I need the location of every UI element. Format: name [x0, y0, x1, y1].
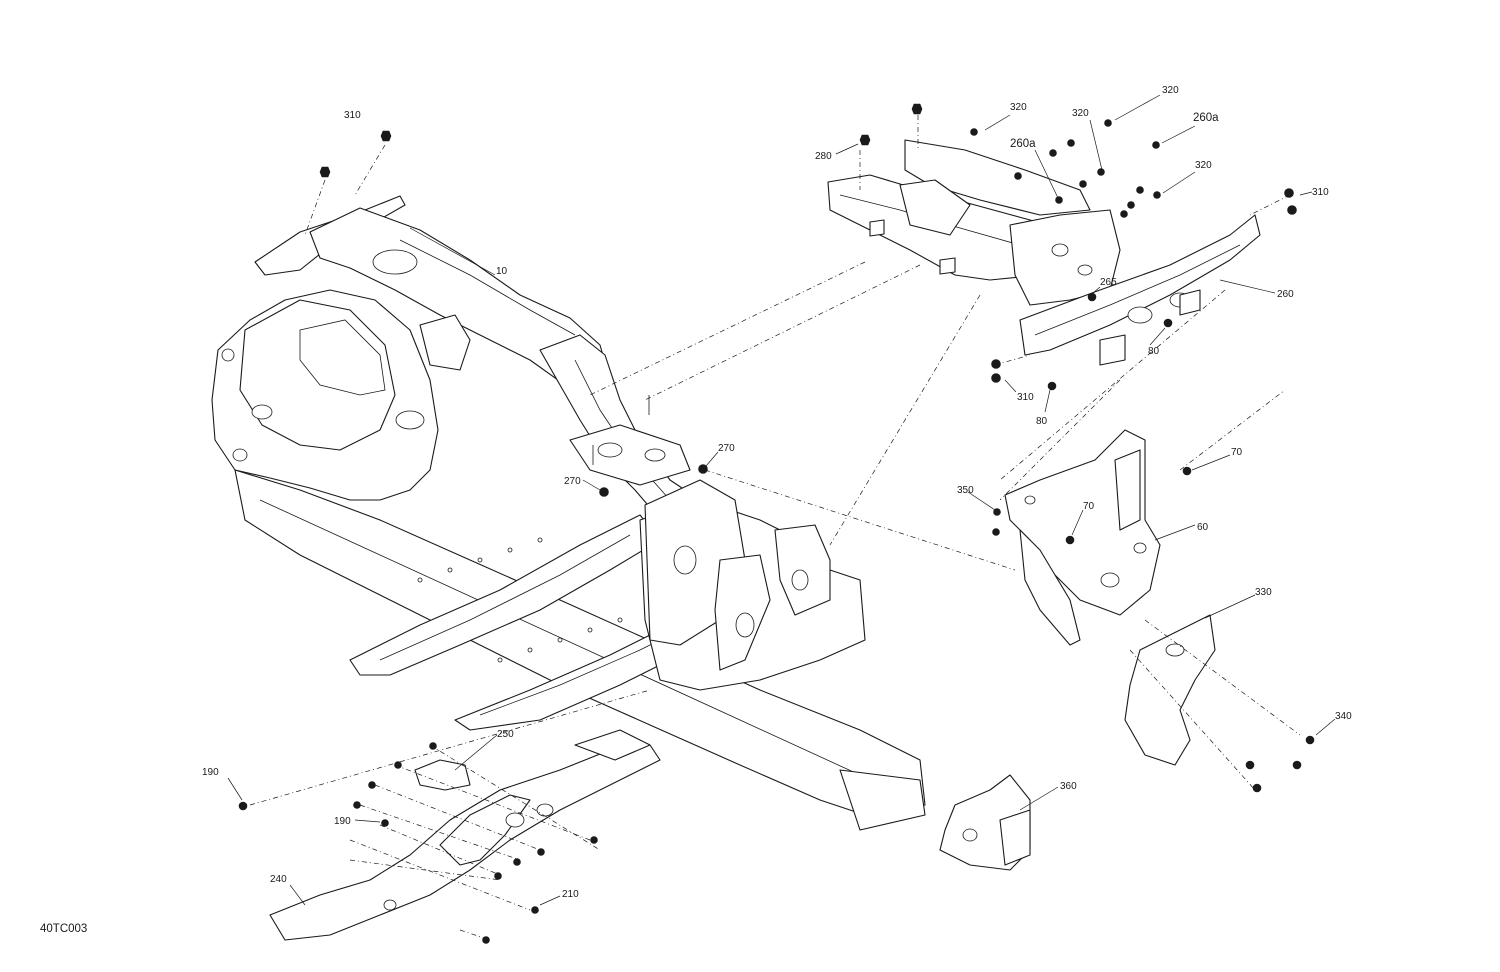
- hex-nut-icon: [1097, 168, 1105, 176]
- fasteners: [238, 103, 1315, 944]
- hex-nut-icon: [1079, 180, 1087, 188]
- callout-320: 320: [1072, 108, 1089, 119]
- hex-nut-icon: [1055, 196, 1063, 204]
- callout-320: 320: [1162, 85, 1179, 96]
- callout-350: 350: [957, 485, 974, 496]
- hex-bolt-icon: [394, 761, 402, 769]
- hex-bolt-icon: [381, 819, 389, 827]
- arm-240: [269, 729, 661, 941]
- diagram-reference-code: 40TC003: [40, 923, 87, 935]
- hex-nut-icon: [1153, 191, 1161, 199]
- hex-nut-icon: [911, 103, 923, 115]
- hex-nut-icon: [970, 128, 978, 136]
- hex-bolt-icon: [1252, 783, 1262, 793]
- callout-260a: 260a: [1193, 112, 1219, 124]
- hex-nut-icon: [1047, 381, 1057, 391]
- hex-bolt-icon: [1087, 292, 1097, 302]
- bracket-360: [939, 774, 1031, 871]
- callout-310: 310: [1017, 392, 1034, 403]
- callout-10: 10: [496, 266, 508, 277]
- hex-nut-icon: [1136, 186, 1144, 194]
- callout-320: 320: [1010, 102, 1027, 113]
- hex-nut-icon: [1127, 201, 1135, 209]
- hex-nut-icon: [531, 906, 539, 914]
- assembly-lines: [249, 115, 1301, 941]
- callout-270: 270: [718, 443, 735, 454]
- callout-310: 310: [344, 110, 361, 121]
- bracket-60: [1004, 429, 1161, 646]
- callout-260a: 260a: [1010, 138, 1036, 150]
- hex-bolt-icon: [238, 801, 248, 811]
- hex-nut-icon: [1163, 318, 1173, 328]
- hex-bolt-icon: [368, 781, 376, 789]
- callout-60: 60: [1197, 522, 1209, 533]
- callout-360: 360: [1060, 781, 1077, 792]
- bracket-250: [414, 759, 471, 791]
- callout-210: 210: [562, 889, 579, 900]
- callout-70: 70: [1083, 501, 1095, 512]
- callout-190: 190: [202, 767, 219, 778]
- hex-bolt-icon: [1245, 760, 1255, 770]
- hex-nut-icon: [1014, 172, 1022, 180]
- callout-240: 240: [270, 874, 287, 885]
- hex-nut-icon: [992, 528, 1000, 536]
- rear-subframe: [827, 139, 1261, 366]
- hex-nut-icon: [1049, 149, 1057, 157]
- bracket-330: [1124, 614, 1216, 766]
- hex-nut-icon: [590, 836, 598, 844]
- hex-nut-icon: [1120, 210, 1128, 218]
- hex-nut-icon: [482, 936, 490, 944]
- hex-nut-icon: [494, 872, 502, 880]
- callout-190: 190: [334, 816, 351, 827]
- callout-265: 265: [1100, 277, 1117, 288]
- hex-bolt-icon: [353, 801, 361, 809]
- rail-holes: [417, 537, 623, 663]
- callout-80: 80: [1036, 416, 1048, 427]
- hex-bolt-icon: [1305, 735, 1315, 745]
- hex-nut-icon: [1284, 188, 1294, 198]
- hex-nut-icon: [991, 359, 1001, 369]
- leader-lines: [227, 94, 1336, 906]
- callout-280: 280: [815, 151, 832, 162]
- hex-nut-icon: [599, 487, 609, 497]
- hex-nut-icon: [1287, 205, 1297, 215]
- callout-70: 70: [1231, 447, 1243, 458]
- callout-270: 270: [564, 476, 581, 487]
- hex-nut-icon: [513, 858, 521, 866]
- hex-nut-icon: [1067, 139, 1075, 147]
- hex-nut-icon: [319, 166, 331, 178]
- hex-nut-icon: [991, 373, 1001, 383]
- hex-bolt-icon: [1292, 760, 1302, 770]
- hex-nut-icon: [698, 464, 708, 474]
- hex-bolt-icon: [1065, 535, 1075, 545]
- hex-nut-icon: [1104, 119, 1112, 127]
- callout-260: 260: [1277, 289, 1294, 300]
- hex-nut-icon: [380, 130, 392, 142]
- hex-nut-icon: [1152, 141, 1160, 149]
- main-frame: [211, 195, 926, 831]
- callout-310: 310: [1312, 187, 1329, 198]
- callout-340: 340: [1335, 711, 1352, 722]
- callout-labels: 310 10 280 320 320 320 320 260a 260a 310…: [202, 85, 1352, 900]
- hex-bolt-icon: [429, 742, 437, 750]
- hex-nut-icon: [537, 848, 545, 856]
- hex-nut-icon: [993, 508, 1001, 516]
- callout-330: 330: [1255, 587, 1272, 598]
- hex-nut-icon: [859, 134, 871, 146]
- callout-250: 250: [497, 729, 514, 740]
- hex-bolt-icon: [1182, 466, 1192, 476]
- callout-320: 320: [1195, 160, 1212, 171]
- callout-80: 80: [1148, 346, 1160, 357]
